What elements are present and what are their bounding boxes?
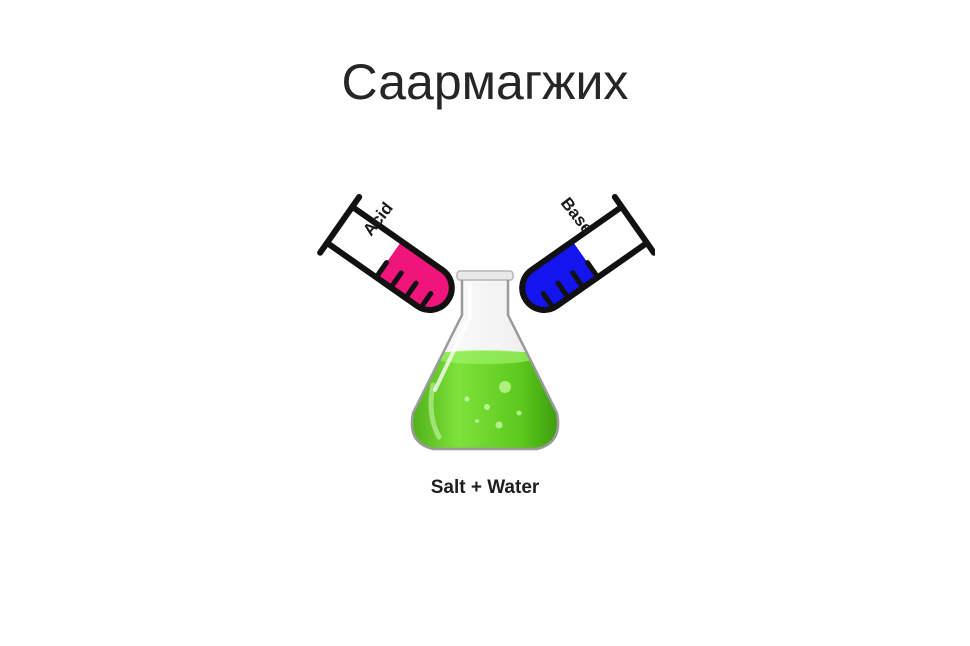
salt-water-label: Salt + Water xyxy=(431,477,540,498)
base-test-tube xyxy=(513,193,655,319)
erlenmeyer-flask xyxy=(410,270,560,451)
neutralization-illustration: Acid Base xyxy=(315,185,655,515)
slide-title: Саармагжих xyxy=(341,54,629,110)
acid-test-tube xyxy=(317,193,461,319)
